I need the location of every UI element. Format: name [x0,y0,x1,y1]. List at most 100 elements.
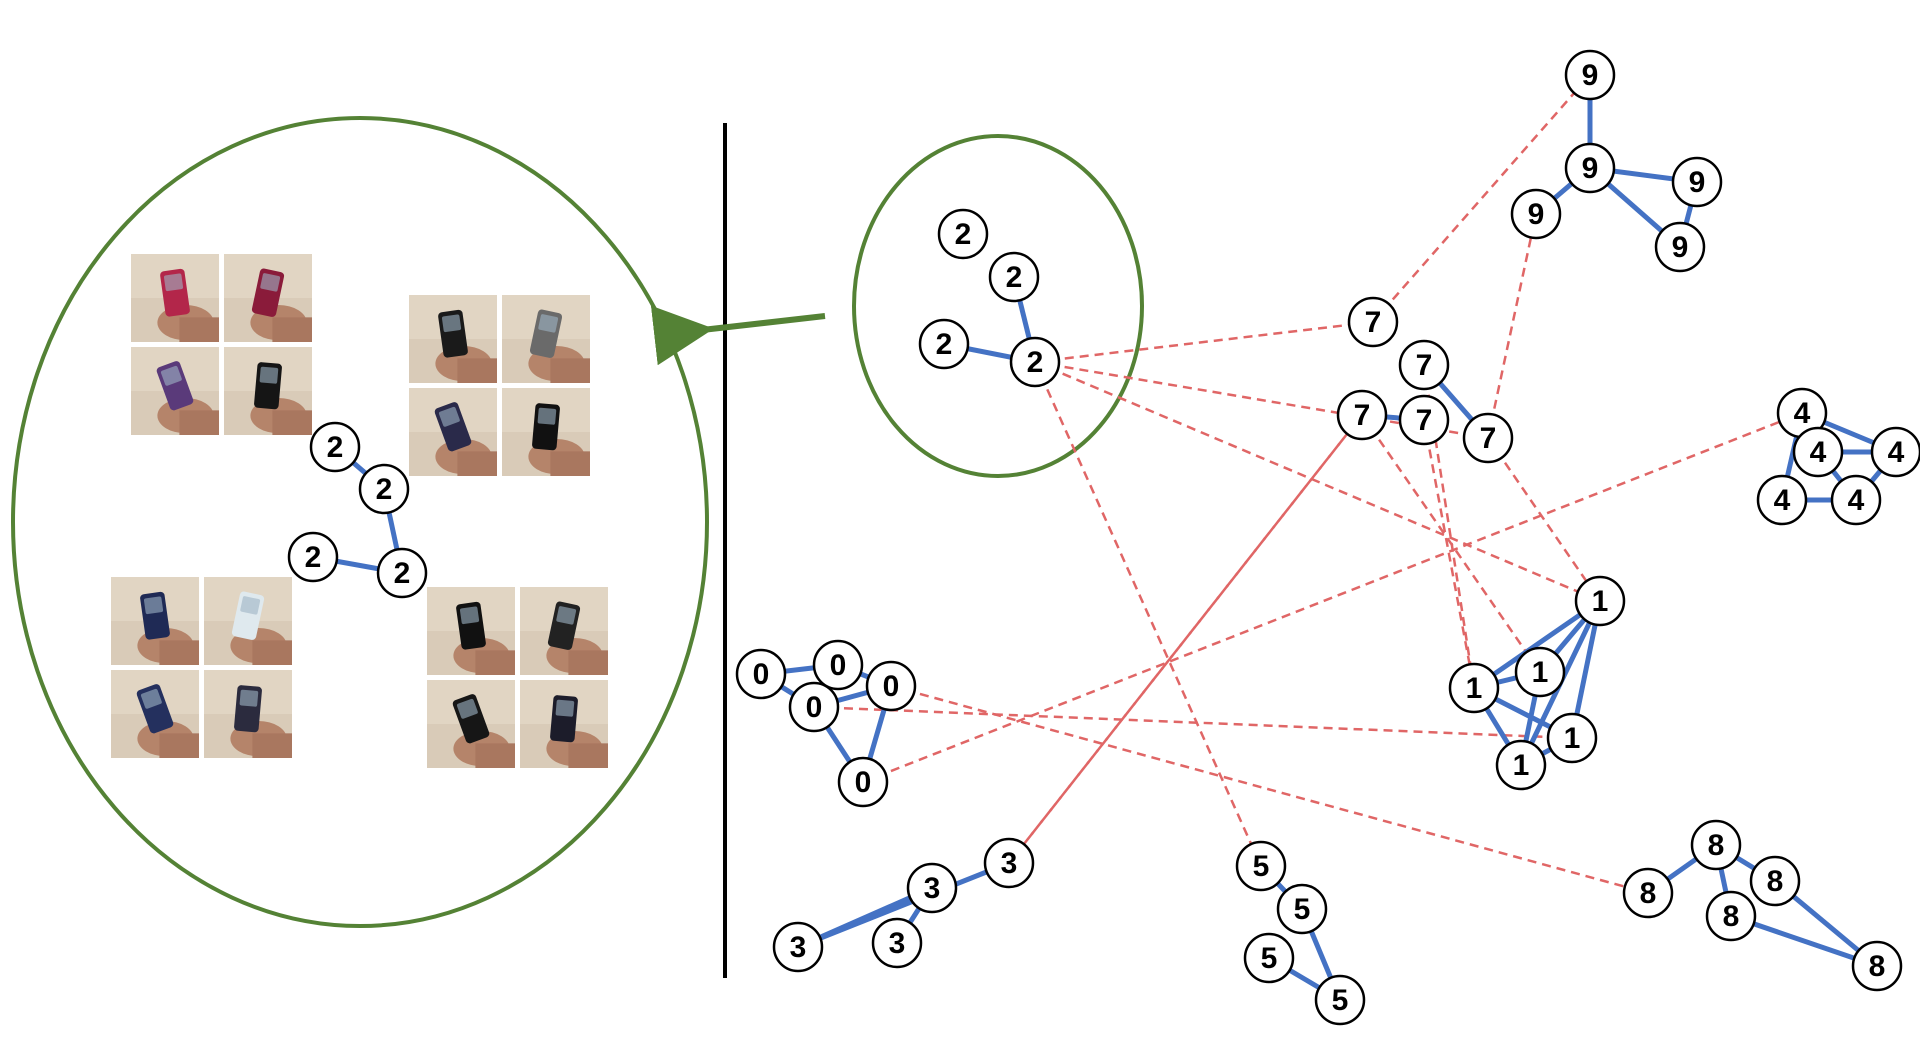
top-left-phones [131,254,312,435]
node-circle [865,660,917,712]
node-label: 8 [1869,950,1886,983]
node-circle [988,251,1040,303]
cluster-node-2: 2 [1009,336,1061,388]
node-label: 9 [1582,59,1599,92]
dashed-edge [1372,74,1591,323]
node-circle [1235,840,1287,892]
node-label: 0 [806,691,823,724]
node-label: 2 [394,557,411,590]
cluster-node-5: 5 [1243,932,1295,984]
cluster-node-2: 2 [918,318,970,370]
phone-photo-navy-phone-front [111,577,199,665]
cluster-node-9: 9 [1654,221,1706,273]
node-circle [1398,394,1450,446]
node-label: 7 [1354,399,1371,432]
dashed-edge [1422,364,1476,689]
node-label: 0 [753,658,770,691]
cluster-node-0: 0 [865,660,917,712]
node-label: 7 [1416,349,1433,382]
node-label: 3 [1001,847,1018,880]
cluster-node-0: 0 [837,756,889,808]
cluster-node-3: 3 [906,862,958,914]
node-label: 4 [1774,484,1791,517]
node-label: 3 [790,931,807,964]
node-circle [358,463,410,515]
node-label: 7 [1416,404,1433,437]
cluster-node-9: 9 [1564,142,1616,194]
node-circle [1243,932,1295,984]
cluster-node-1: 1 [1574,575,1626,627]
node-circle [1564,49,1616,101]
phone-photo-navy-phone-back [111,670,199,758]
node-label: 5 [1261,942,1278,975]
node-label: 1 [1466,672,1483,705]
node-label: 2 [1027,346,1044,379]
node-circle [1546,712,1598,764]
dashed-edge [1008,414,1363,864]
cluster-node-9: 9 [1671,156,1723,208]
cluster-node-8: 8 [1690,819,1742,871]
phone-photo-black-phone-tilt [520,587,608,675]
node-circle [906,862,958,914]
cluster-node-1: 1 [1514,646,1566,698]
cluster-node-4: 4 [1830,474,1882,526]
phone-photo-black-slider-front [409,295,497,383]
phone-photo-black-phone-side [409,388,497,476]
node-label: 2 [936,328,953,361]
cluster-node-7: 7 [1398,394,1450,446]
node-label: 2 [327,431,344,464]
dashed-edge [862,411,1803,784]
node-label: 3 [924,872,941,905]
node-label: 9 [1689,166,1706,199]
phone-photo-black-flip-side [427,680,515,768]
cluster-node-4: 4 [1870,426,1920,478]
node-label: 8 [1640,877,1657,910]
cluster-node-5: 5 [1235,840,1287,892]
cluster-node-7: 7 [1462,412,1514,464]
phone-photo-navy-phone-side [204,670,292,758]
node-circle [1749,855,1801,907]
dashed-edge [1034,320,1374,364]
cluster-node-4: 4 [1776,387,1828,439]
phone-photo-purple-phone-side [131,347,219,435]
node-label: 4 [1848,484,1865,517]
dashed-edge [813,705,1573,740]
cluster-node-3: 3 [983,837,1035,889]
node-circle [1448,662,1500,714]
node-circle [937,208,989,260]
cluster-node-0: 0 [788,681,840,733]
cluster-node-9: 9 [1510,188,1562,240]
phone-photo-groups [111,254,608,768]
cluster-2-highlight-ellipse [852,134,1144,478]
zoom-node-2: 2 [376,547,428,599]
node-label: 7 [1480,422,1497,455]
phone-photo-gray-keypad-phone [502,295,590,383]
node-label: 5 [1253,850,1270,883]
node-circle [1314,974,1366,1026]
node-label: 7 [1365,306,1382,339]
phone-photo-black-phone-thin [520,680,608,768]
phone-photo-black-phone-back-2 [502,388,590,476]
node-label: 8 [1708,829,1725,862]
phone-photo-red-phone-front [131,254,219,342]
node-label: 4 [1794,397,1811,430]
cluster-node-8: 8 [1851,940,1903,992]
cluster-node-3: 3 [871,917,923,969]
dashed-edge [1486,437,1602,602]
cluster-node-9: 9 [1564,49,1616,101]
node-circle [1792,426,1844,478]
node-circle [772,921,824,973]
dashed-edge [1033,361,1263,867]
cluster-node-8: 8 [1622,867,1674,919]
cluster-node-5: 5 [1314,974,1366,1026]
node-label: 4 [1888,436,1905,469]
node-circle [287,531,339,583]
node-label: 5 [1332,984,1349,1017]
node-label: 8 [1767,865,1784,898]
phone-photo-black-phone-back [224,347,312,435]
dashed-edge [1422,419,1476,689]
node-circle [812,639,864,691]
node-circle [1564,142,1616,194]
dashed-edge [890,684,1649,895]
